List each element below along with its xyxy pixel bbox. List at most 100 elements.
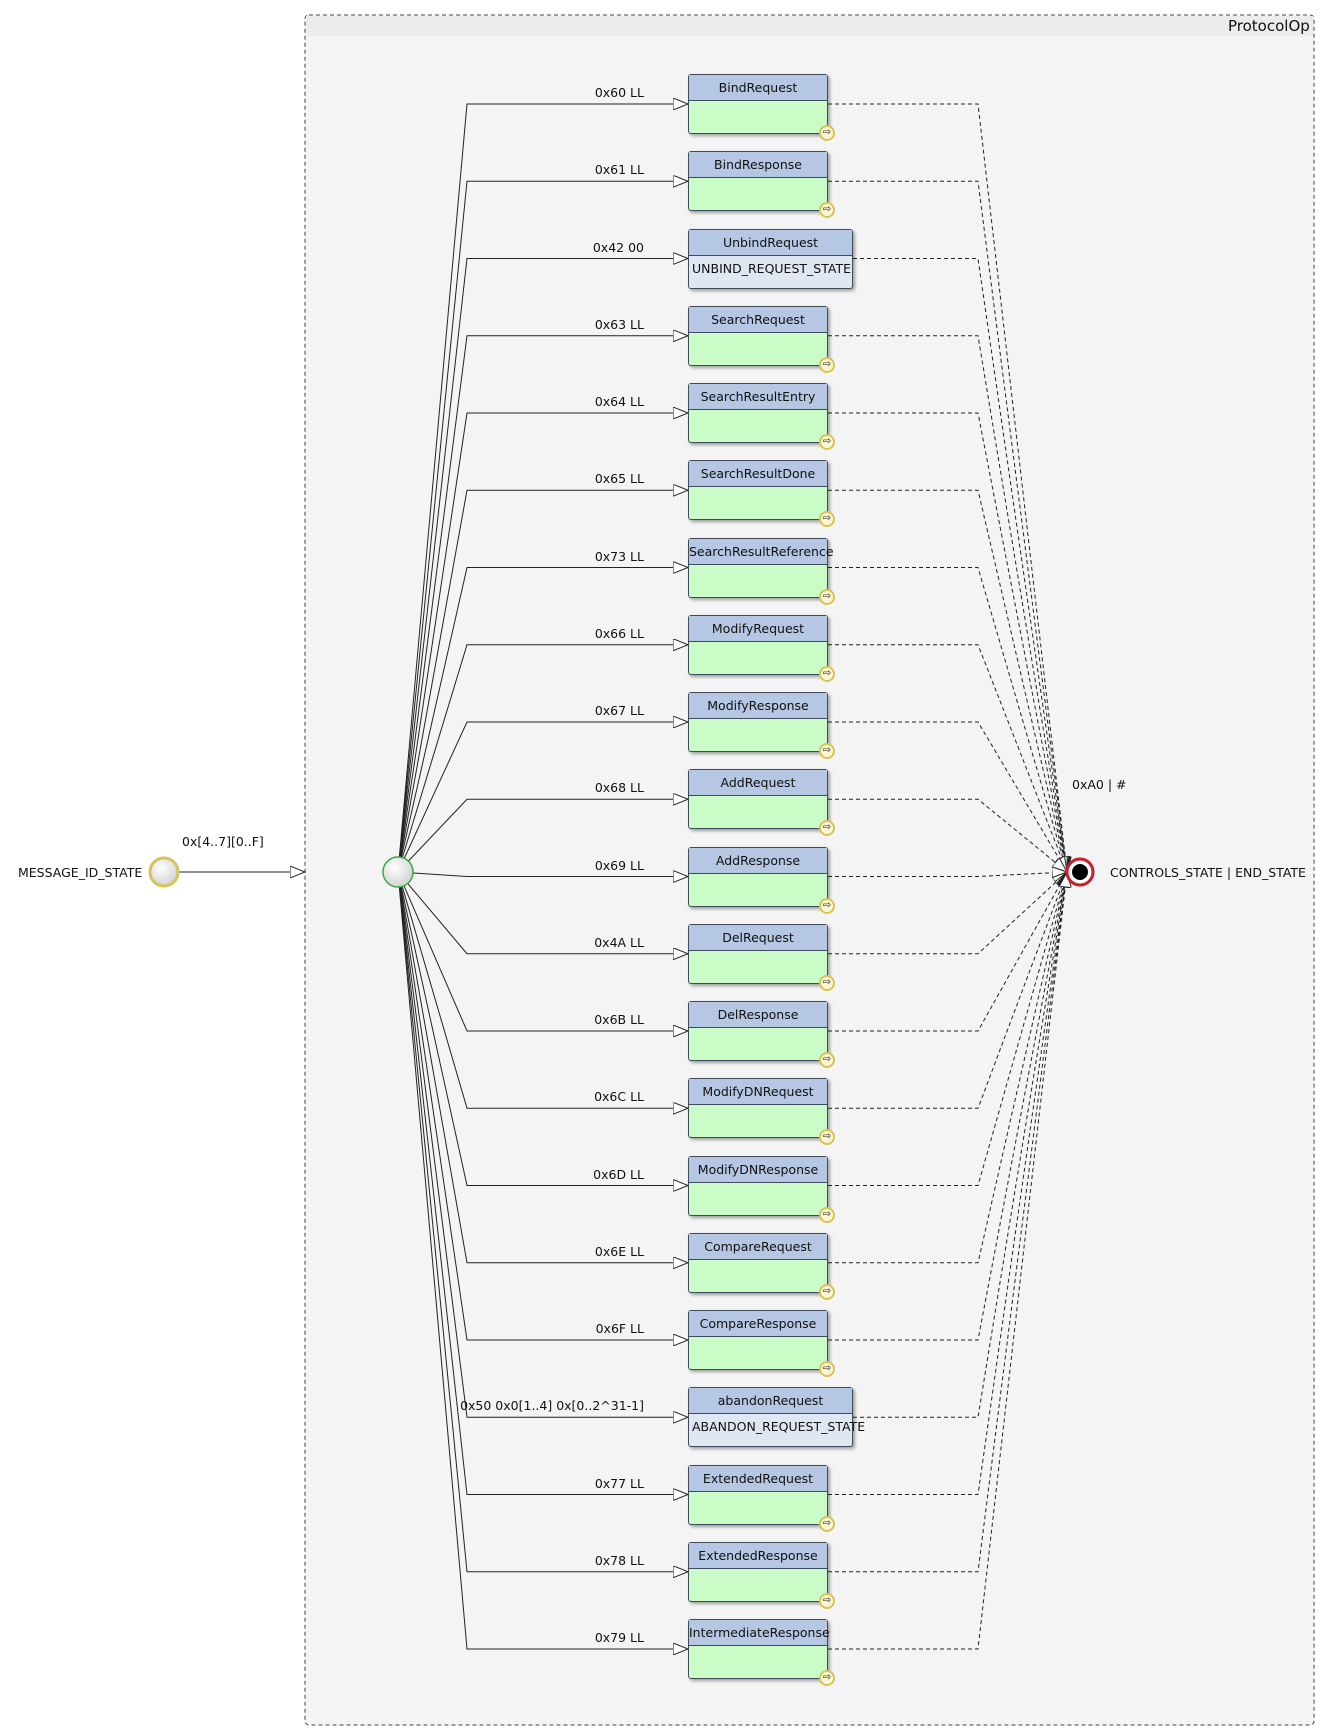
state-search-request-box[interactable]: SearchRequest ⇨ bbox=[688, 305, 835, 373]
submachine-arrow-icon[interactable]: ⇨ bbox=[819, 1129, 835, 1146]
state-extended-response-box[interactable]: ExtendedResponse ⇨ bbox=[688, 1541, 835, 1609]
state-extended-response-sub-state bbox=[689, 1569, 827, 1601]
end-state-label: CONTROLS_STATE | END_STATE bbox=[1110, 865, 1306, 880]
state-extended-response-out-transition bbox=[828, 872, 1067, 1573]
state-intermediate-response-in-transition bbox=[397, 871, 688, 1649]
state-abandon-request-out-transition bbox=[853, 872, 1067, 1418]
state-add-response-title: AddResponse bbox=[689, 847, 827, 874]
state-modify-dnrequest-in-transition bbox=[397, 871, 688, 1108]
state-search-request-out-transition bbox=[828, 335, 1067, 872]
state-search-result-done-box[interactable]: SearchResultDone⇨ bbox=[688, 460, 835, 528]
submachine-arrow-icon[interactable]: ⇨ bbox=[819, 820, 835, 837]
state-bind-response-box[interactable]: BindResponse ⇨ bbox=[688, 151, 835, 219]
state-add-response-trigger-label: 0x69 LL bbox=[594, 857, 644, 873]
state-unbind-request-sub-state: UNBIND_REQUEST_STATE bbox=[692, 260, 851, 276]
state-modify-response-in-transition bbox=[397, 722, 688, 873]
state-bind-request-title: BindRequest bbox=[689, 75, 827, 101]
submachine-arrow-icon[interactable]: ⇨ bbox=[819, 1361, 835, 1377]
submachine-arrow-icon[interactable]: ⇨ bbox=[819, 743, 835, 759]
state-extended-response-title: ExtendedResponse bbox=[689, 1542, 827, 1569]
state-abandon-request-title: abandonRequest bbox=[689, 1388, 852, 1415]
state-del-response-sub-state bbox=[689, 1028, 827, 1060]
submachine-arrow-icon[interactable]: ⇨ bbox=[819, 1592, 835, 1609]
state-bind-response-trigger-label: 0x61 LL bbox=[594, 162, 644, 178]
protocolop-container-header bbox=[306, 16, 1313, 36]
state-del-request-box[interactable]: DelRequest⇨ bbox=[688, 923, 835, 991]
submachine-arrow-icon[interactable]: ⇨ bbox=[819, 974, 835, 991]
submachine-arrow-icon[interactable]: ⇨ bbox=[819, 897, 835, 914]
state-search-result-entry-box[interactable]: SearchResultEntry⇨ bbox=[688, 383, 835, 450]
state-search-result-entry-in-transition bbox=[397, 413, 688, 873]
submachine-arrow-icon[interactable]: ⇨ bbox=[819, 1283, 835, 1300]
state-search-request-title: SearchRequest bbox=[689, 306, 827, 333]
state-extended-request-box[interactable]: ExtendedRequest ⇨ bbox=[688, 1464, 835, 1532]
state-modify-dnrequest-sub-state bbox=[689, 1105, 827, 1137]
submachine-arrow-icon[interactable]: ⇨ bbox=[819, 1052, 835, 1068]
state-bind-request-trigger-label: 0x60 LL bbox=[594, 85, 644, 100]
state-intermediate-response-box[interactable]: IntermediateResponse ⇨ bbox=[688, 1619, 835, 1686]
state-extended-request-out-transition bbox=[828, 872, 1067, 1495]
submachine-arrow-icon[interactable]: ⇨ bbox=[819, 202, 835, 219]
state-search-result-reference-in-transition bbox=[397, 568, 688, 873]
state-search-result-entry-trigger-label: 0x64 LL bbox=[594, 394, 644, 409]
submachine-arrow-icon[interactable]: ⇨ bbox=[819, 1515, 835, 1532]
state-abandon-request-trigger-label: 0x50 0x0[1..4] 0x[0..2^31-1] bbox=[460, 1398, 644, 1414]
submachine-arrow-icon[interactable]: ⇨ bbox=[819, 588, 835, 605]
state-intermediate-response-sub-state bbox=[689, 1646, 827, 1678]
state-bind-request-in-transition bbox=[397, 104, 688, 873]
state-bind-response-title: BindResponse bbox=[689, 152, 827, 179]
state-modify-dnrequest-out-transition bbox=[828, 872, 1067, 1109]
submachine-arrow-icon[interactable]: ⇨ bbox=[819, 434, 835, 450]
submachine-arrow-icon[interactable]: ⇨ bbox=[819, 665, 835, 682]
state-modify-dnresponse-out-transition bbox=[828, 872, 1067, 1186]
state-compare-request-out-transition bbox=[828, 872, 1067, 1264]
state-del-response-out-transition bbox=[828, 872, 1067, 1032]
state-modify-request-out-transition bbox=[828, 644, 1067, 872]
state-modify-request-in-transition bbox=[397, 645, 688, 873]
submachine-arrow-icon[interactable]: ⇨ bbox=[819, 1206, 835, 1223]
state-unbind-request-title: UnbindRequest bbox=[689, 229, 852, 256]
state-compare-request-box[interactable]: CompareRequest⇨ bbox=[688, 1232, 835, 1300]
state-modify-request-box[interactable]: ModifyRequest⇨ bbox=[688, 614, 835, 682]
state-compare-response-in-transition bbox=[397, 871, 688, 1340]
start-state-label: MESSAGE_ID_STATE bbox=[18, 865, 143, 880]
state-extended-response-in-transition bbox=[397, 871, 688, 1572]
state-unbind-request-in-transition bbox=[397, 259, 688, 873]
submachine-arrow-icon[interactable]: ⇨ bbox=[819, 356, 835, 373]
state-compare-response-title: CompareResponse bbox=[689, 1311, 827, 1337]
state-search-request-trigger-label: 0x63 LL bbox=[594, 316, 644, 332]
state-search-request-sub-state bbox=[689, 333, 827, 365]
state-bind-request-box[interactable]: BindRequest ⇨ bbox=[688, 74, 835, 141]
state-modify-response-out-transition bbox=[828, 721, 1067, 872]
state-del-response-box[interactable]: DelResponse⇨ bbox=[688, 1001, 835, 1068]
state-search-result-reference-trigger-label: 0x73 LL bbox=[594, 548, 644, 564]
state-add-response-box[interactable]: AddResponse ⇨ bbox=[688, 846, 835, 914]
state-add-request-box[interactable]: AddRequest⇨ bbox=[688, 769, 835, 837]
submachine-arrow-icon[interactable]: ⇨ bbox=[819, 1670, 835, 1686]
state-modify-request-trigger-label: 0x66 LL bbox=[594, 625, 644, 641]
state-del-request-in-transition bbox=[397, 871, 688, 954]
state-unbind-request-trigger-label: 0x42 00 bbox=[592, 239, 644, 255]
state-search-result-done-out-transition bbox=[828, 489, 1067, 872]
state-modify-response-box[interactable]: ModifyResponse⇨ bbox=[688, 692, 835, 759]
state-del-response-trigger-label: 0x6B LL bbox=[594, 1012, 644, 1027]
state-add-request-trigger-label: 0x68 LL bbox=[594, 780, 644, 796]
state-search-result-done-sub-state bbox=[689, 487, 827, 519]
submachine-arrow-icon[interactable]: ⇨ bbox=[819, 511, 835, 528]
state-compare-response-box[interactable]: CompareResponse ⇨ bbox=[688, 1310, 835, 1377]
state-modify-dnresponse-box[interactable]: ModifyDNResponse ⇨ bbox=[688, 1155, 835, 1223]
submachine-arrow-icon[interactable]: ⇨ bbox=[819, 125, 835, 141]
state-extended-request-title: ExtendedRequest bbox=[689, 1465, 827, 1492]
state-intermediate-response-trigger-label: 0x79 LL bbox=[594, 1630, 644, 1645]
message-id-initial-state bbox=[148, 856, 180, 888]
state-search-request-in-transition bbox=[397, 336, 688, 873]
state-modify-dnresponse-title: ModifyDNResponse bbox=[689, 1156, 827, 1183]
state-search-result-reference-box[interactable]: SearchResultReference ⇨ bbox=[688, 537, 835, 605]
state-search-result-reference-title: SearchResultReference bbox=[689, 538, 834, 565]
state-add-request-in-transition bbox=[397, 799, 688, 873]
state-abandon-request-in-transition bbox=[397, 871, 688, 1417]
state-modify-dnrequest-box[interactable]: ModifyDNRequest⇨ bbox=[688, 1078, 835, 1146]
state-intermediate-response-title: IntermediateResponse bbox=[689, 1620, 830, 1646]
